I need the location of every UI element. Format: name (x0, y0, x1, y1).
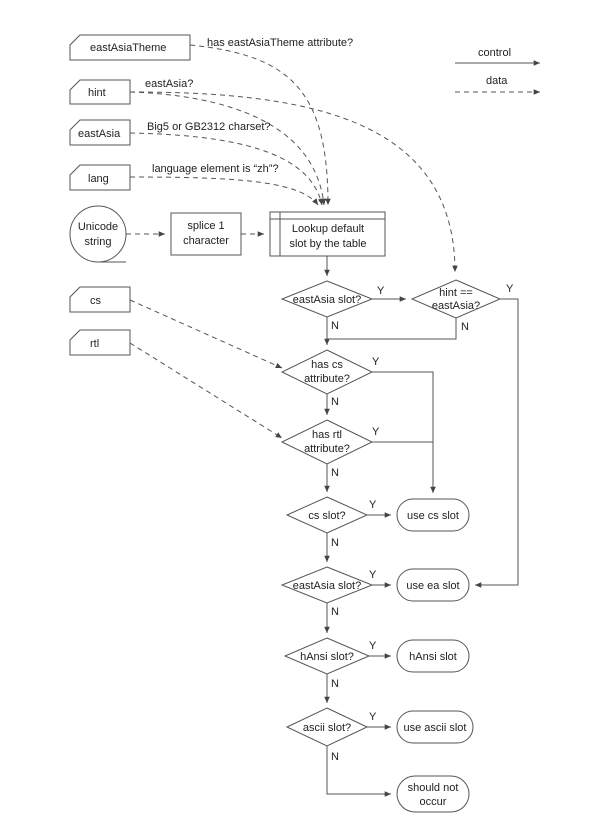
edge-hint-lookup (129, 91, 327, 206)
label-n-has-rtl: N (331, 467, 339, 479)
outcome-hAnsi-slot: hAnsi slot (396, 639, 470, 673)
edge-lang-lookup (129, 176, 319, 206)
legend-control-label: control (478, 47, 511, 59)
outcome-should-not-occur: should not occur (396, 775, 470, 813)
label-y-has-rtl: Y (372, 426, 380, 438)
decision-hint-line2: eastAsia? (432, 300, 480, 312)
process-splice-line1: splice 1 (187, 220, 224, 232)
start-label-line2: string (85, 236, 112, 248)
edge-label-eastAsia: Big5 or GB2312 charset? (147, 121, 271, 133)
input-eastAsiaTheme-label: eastAsiaTheme (90, 42, 166, 54)
edge-label-lang: language element is “zh”? (152, 163, 279, 175)
outcome-use-ascii-label: use ascii slot (404, 722, 467, 734)
input-eastAsiaTheme: eastAsiaTheme (69, 34, 191, 61)
label-n-eastAsia-slot: N (331, 320, 339, 332)
label-y-hAnsi-slot: Y (369, 640, 377, 652)
input-hint: hint (69, 79, 131, 105)
input-rtl: rtl (69, 329, 131, 356)
label-y-eastAsia-slot-2: Y (369, 569, 377, 581)
process-splice-line2: character (183, 235, 229, 247)
label-n-ascii-slot: N (331, 751, 339, 763)
process-splice: splice 1 character (170, 212, 242, 256)
decision-hAnsi-slot-label: hAnsi slot? (300, 651, 354, 663)
label-y-cs-slot: Y (369, 499, 377, 511)
edge-hint-no (327, 318, 457, 340)
decision-cs-slot: cs slot? (285, 496, 369, 534)
outcome-hAnsi-label: hAnsi slot (409, 651, 457, 663)
edge-ascii-slot-no (326, 746, 391, 797)
decision-eastAsia-slot-2: eastAsia slot? (280, 566, 374, 604)
label-n-cs-slot: N (331, 537, 339, 549)
decision-eastAsia-slot: eastAsia slot? (280, 280, 374, 318)
edge-label-hint: eastAsia? (145, 78, 193, 90)
decision-ascii-slot-label: ascii slot? (303, 722, 351, 734)
process-lookup-line1: Lookup default (292, 223, 364, 235)
edge-has-cs-yes (372, 371, 436, 493)
outcome-use-cs-label: use cs slot (407, 510, 459, 522)
decision-ascii-slot: ascii slot? (285, 707, 369, 747)
label-n-eastAsia-slot-2: N (331, 606, 339, 618)
data-edges (126, 44, 458, 439)
input-hint-label: hint (88, 87, 106, 99)
input-rtl-label: rtl (90, 338, 99, 350)
outcome-use-ea-label: use ea slot (406, 580, 459, 592)
edge-hint-decision (129, 91, 458, 273)
edge-hint-yes (475, 298, 519, 588)
outcome-use-cs-slot: use cs slot (396, 498, 470, 532)
decision-has-cs-line1: has cs (311, 359, 343, 371)
decision-hint-line1: hint == (439, 287, 473, 299)
decision-has-rtl-line1: has rtl (312, 429, 342, 441)
input-lang-label: lang (88, 173, 109, 185)
input-lang: lang (69, 164, 131, 191)
label-n-hint: N (461, 321, 469, 333)
input-cs-label: cs (90, 295, 102, 307)
label-n-has-cs: N (331, 396, 339, 408)
label-n-hAnsi-slot: N (331, 678, 339, 690)
edge-cs-has-cs (129, 299, 283, 369)
label-y-eastAsia-slot: Y (377, 285, 385, 297)
decision-eastAsia-slot-2-label: eastAsia slot? (293, 580, 361, 592)
decision-has-rtl: has rtl attribute? (280, 419, 374, 465)
decision-hAnsi-slot: hAnsi slot? (283, 637, 371, 675)
label-y-hint: Y (506, 283, 514, 295)
label-y-ascii-slot: Y (369, 711, 377, 723)
outcome-should-not-line1: should not (408, 782, 459, 794)
outcome-should-not-line2: occur (420, 796, 447, 808)
edge-eastAsiaTheme-lookup (189, 44, 331, 206)
legend-data-label: data (486, 75, 508, 87)
edge-rtl-has-rtl (129, 342, 283, 439)
decision-cs-slot-label: cs slot? (308, 510, 345, 522)
edge-eastAsia-lookup (129, 132, 324, 206)
outcome-use-ascii-slot: use ascii slot (396, 710, 474, 744)
edge-label-eastAsiaTheme: has eastAsiaTheme attribute? (207, 37, 353, 49)
start-label-line1: Unicode (78, 221, 118, 233)
decision-has-cs-line2: attribute? (304, 373, 350, 385)
outcome-use-ea-slot: use ea slot (396, 568, 470, 602)
input-cs: cs (69, 286, 131, 313)
decision-hint-eastAsia: hint == eastAsia? (410, 279, 502, 319)
legend: control data (455, 47, 540, 95)
start-unicode-string: Unicode string (69, 205, 127, 263)
label-y-has-cs: Y (372, 356, 380, 368)
branch-labels: Y N Y N Y N Y N Y N Y N Y N Y N (331, 283, 514, 763)
process-lookup-line2: slot by the table (289, 238, 366, 250)
control-edges (324, 256, 519, 797)
process-lookup: Lookup default slot by the table (269, 211, 386, 257)
decision-has-rtl-line2: attribute? (304, 443, 350, 455)
input-eastAsia: eastAsia (69, 119, 131, 146)
decision-has-cs: has cs attribute? (280, 349, 374, 395)
input-eastAsia-label: eastAsia (78, 128, 121, 140)
decision-eastAsia-slot-label: eastAsia slot? (293, 294, 361, 306)
